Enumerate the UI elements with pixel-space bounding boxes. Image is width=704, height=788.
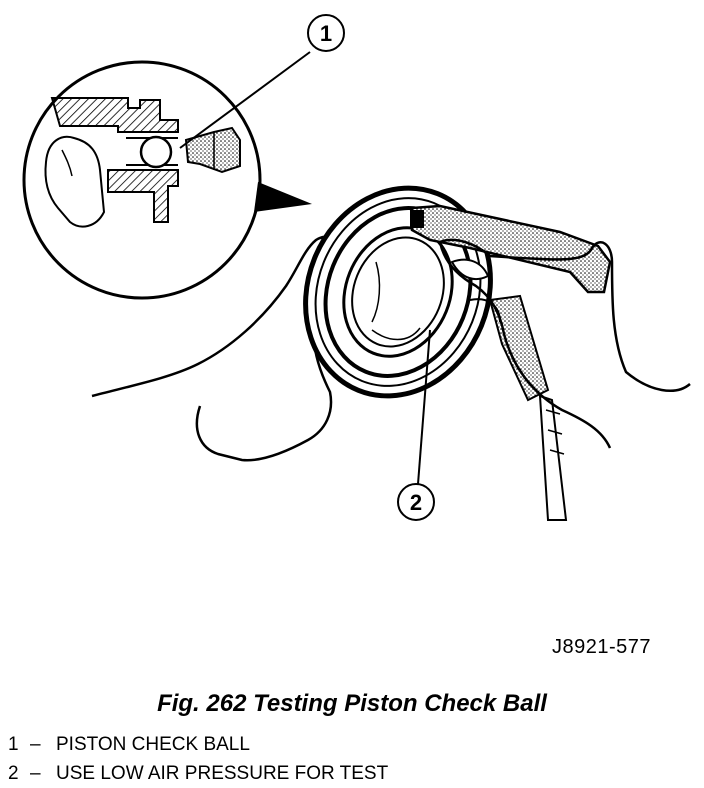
hatched-housing-bottom	[107, 169, 179, 223]
legend-dash: –	[30, 734, 41, 755]
air-hose	[538, 394, 568, 521]
check-ball	[139, 135, 173, 169]
legend-dash: –	[30, 763, 41, 784]
legend-item: 1–PISTON CHECK BALL	[8, 730, 388, 759]
svg-text:2: 2	[410, 490, 422, 515]
callout-2: 2	[397, 483, 435, 521]
hatched-housing-top	[50, 97, 179, 133]
right-hand	[438, 238, 691, 449]
legend-number: 1	[8, 734, 19, 755]
figure-code: J8921-577	[552, 636, 652, 658]
leader-line-1	[179, 51, 311, 149]
detail-inset	[22, 60, 262, 300]
svg-text:1: 1	[320, 21, 332, 46]
legend-text: USE LOW AIR PRESSURE FOR TEST	[56, 763, 389, 784]
inset-pointer	[254, 182, 312, 212]
air-gun	[410, 204, 612, 521]
callout-1: 1	[307, 14, 345, 52]
illustration: 1 2	[22, 14, 691, 521]
legend-number: 2	[8, 763, 19, 784]
inset-air-nozzle	[184, 126, 241, 174]
inset-finger	[44, 135, 106, 228]
legend: 1–PISTON CHECK BALL 2–USE LOW AIR PRESSU…	[8, 730, 388, 788]
legend-text: PISTON CHECK BALL	[56, 734, 250, 755]
legend-item: 2–USE LOW AIR PRESSURE FOR TEST	[8, 759, 388, 788]
figure-caption: Fig. 262 Testing Piston Check Ball	[157, 690, 547, 717]
leader-line-2	[417, 329, 431, 485]
